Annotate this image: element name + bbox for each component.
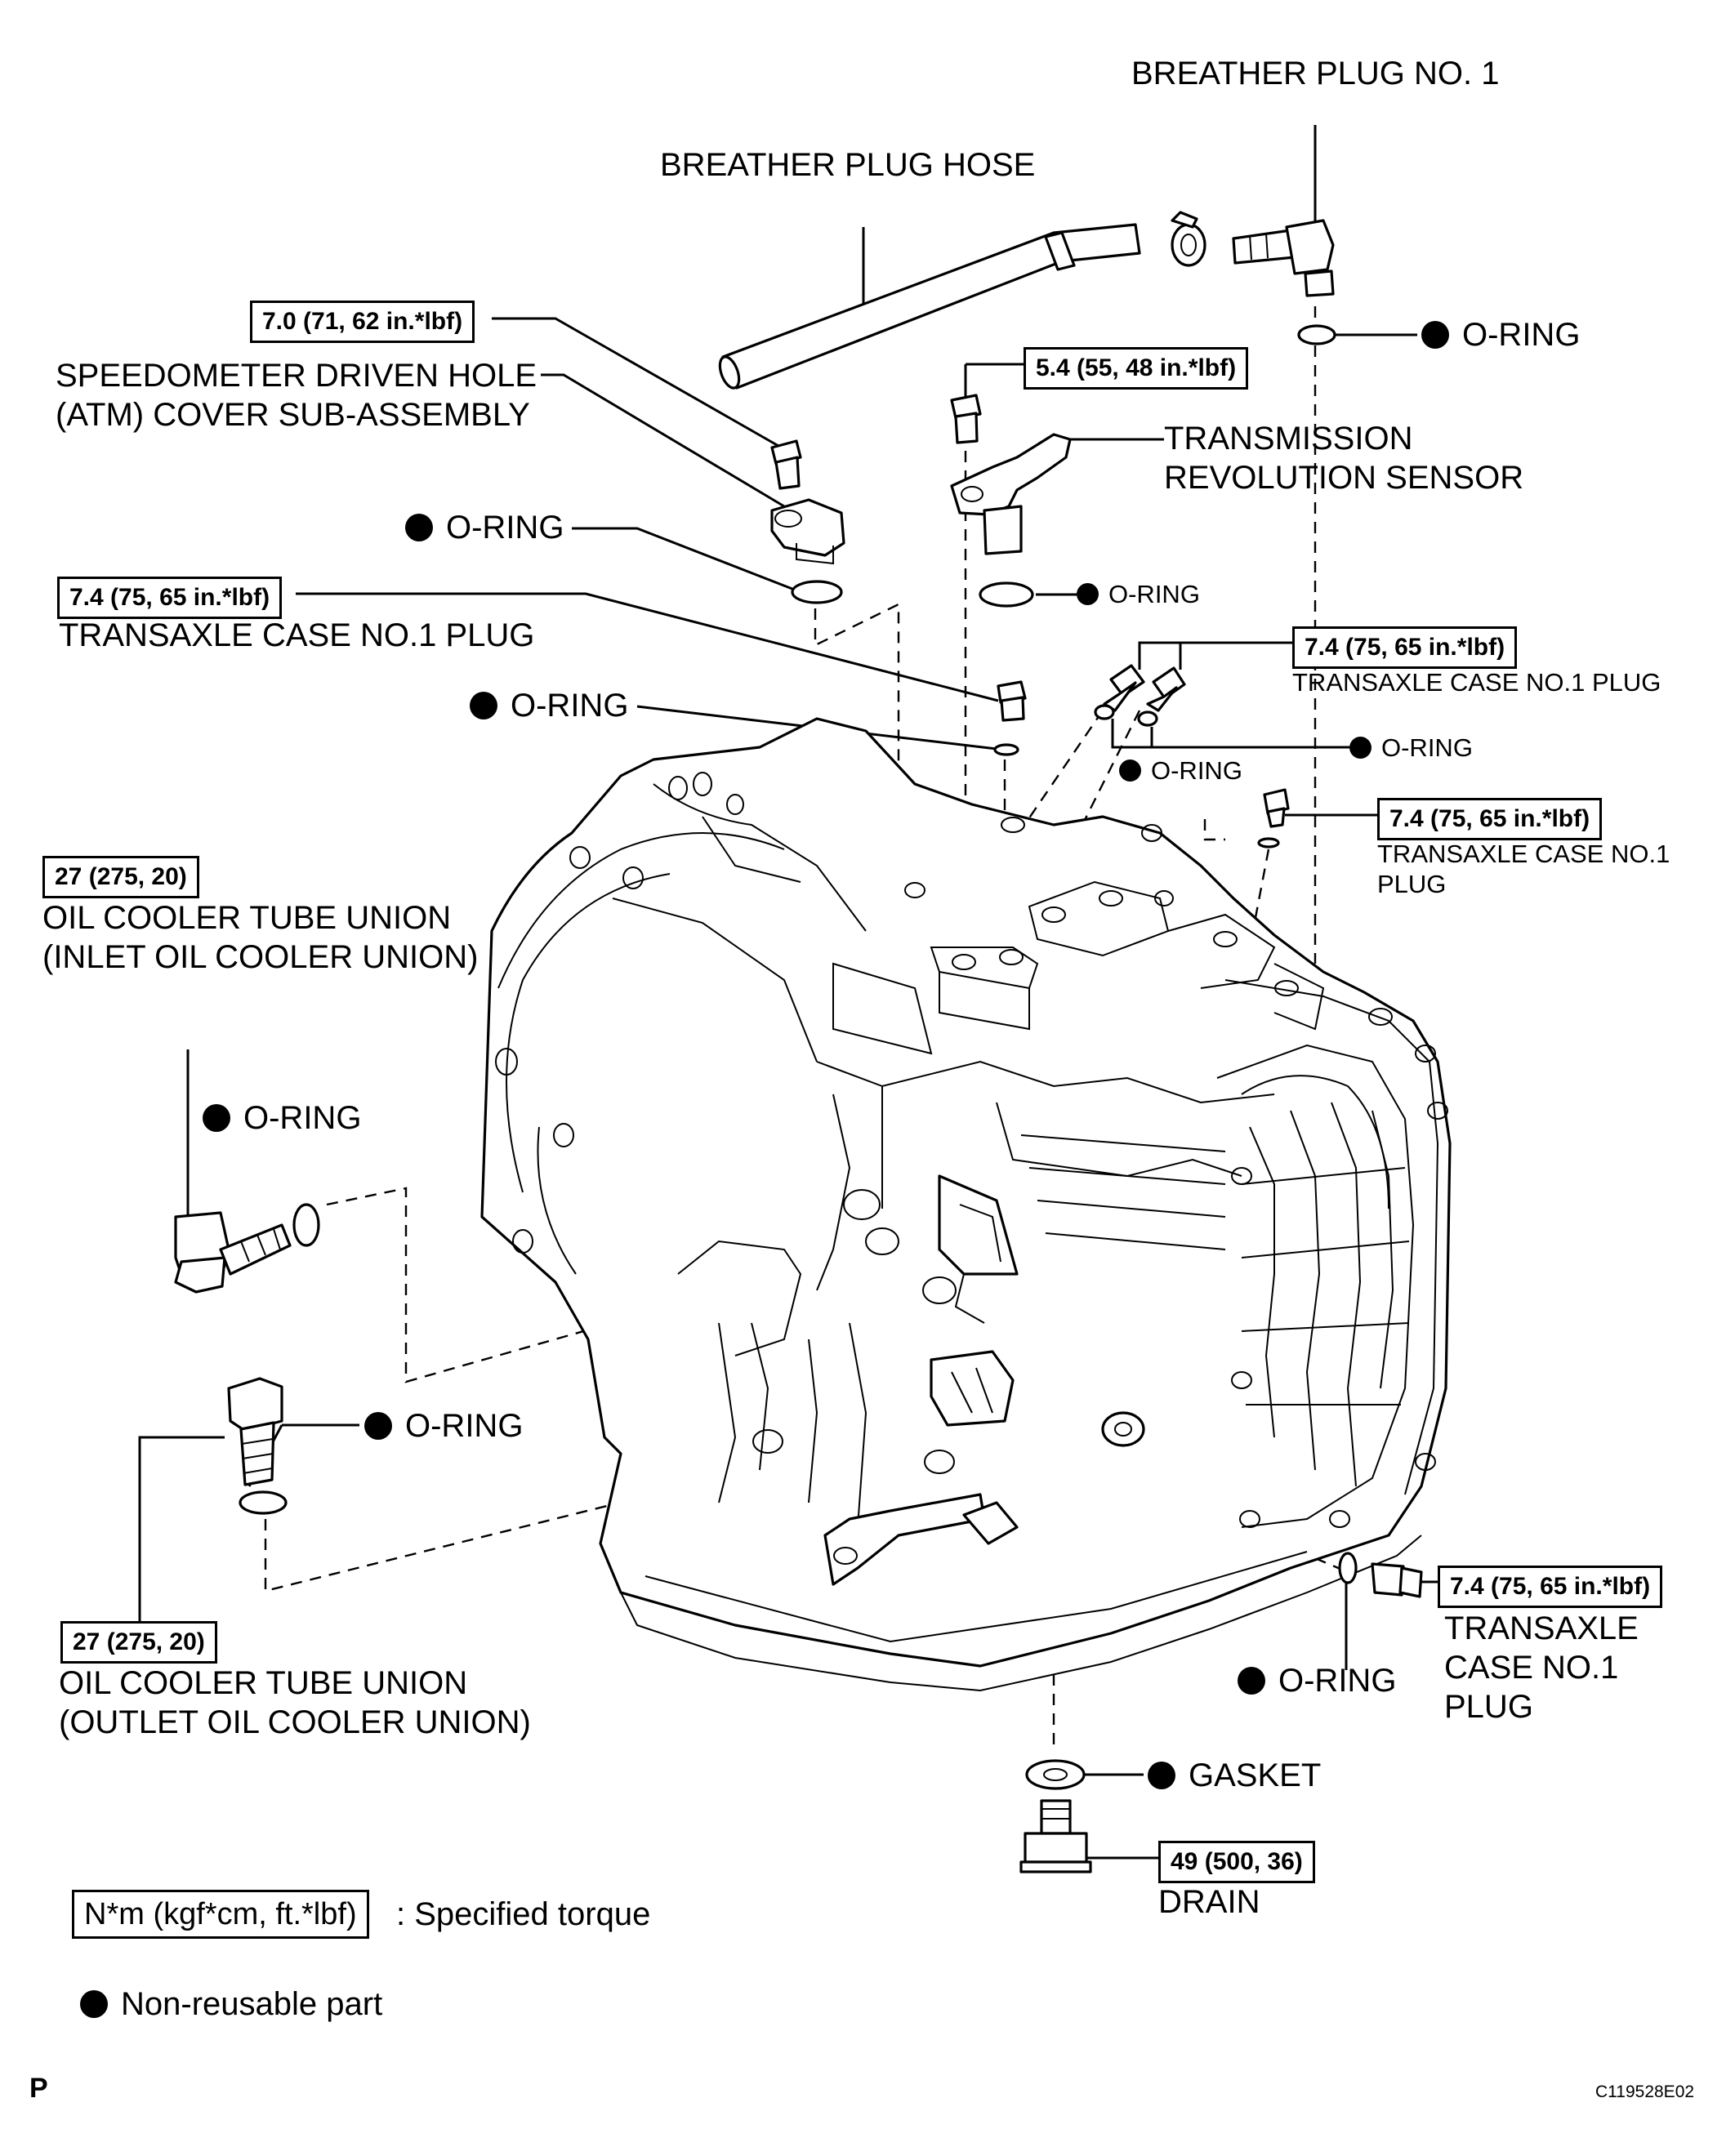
- right-mid-plug: [1263, 788, 1290, 828]
- right-top-plug-label: TRANSAXLE CASE NO.1 PLUG: [1292, 668, 1661, 697]
- left-case-plug-label: TRANSAXLE CASE NO.1 PLUG: [59, 617, 535, 653]
- o-ring-label-left-plug: O-RING: [470, 686, 628, 725]
- o-ring-text: O-RING: [1108, 580, 1200, 608]
- legend-torque-desc: : Specified torque: [396, 1896, 651, 1932]
- non-reusable-dot-icon: [1077, 583, 1099, 605]
- torque-box-outlet-union: 27 (275, 20): [60, 1621, 217, 1664]
- breather-plug-hose: [718, 223, 1141, 390]
- sensor-bolt: [950, 394, 982, 444]
- breather-plug-hose-label: BREATHER PLUG HOSE: [660, 147, 1036, 183]
- legend-non-reusable-text: Non-reusable part: [121, 1986, 383, 2022]
- non-reusable-dot-icon: [1238, 1667, 1265, 1695]
- torque-box-bottom-plug: 7.4 (75, 65 in.*lbf): [1438, 1566, 1663, 1608]
- non-reusable-dot-icon: [1421, 321, 1449, 349]
- torque-box-left-plug: 7.4 (75, 65 in.*lbf): [57, 577, 283, 619]
- outlet-union-label-line2: (OUTLET OIL COOLER UNION): [59, 1704, 531, 1740]
- torque-box-right-top-plug: 7.4 (75, 65 in.*lbf): [1292, 626, 1518, 669]
- leader-lines: [138, 125, 1438, 1860]
- torque-box-drain: 49 (500, 36): [1158, 1841, 1315, 1883]
- o-ring-label-right-top-b: O-RING: [1119, 755, 1242, 786]
- o-ring-text: O-RING: [511, 688, 629, 724]
- non-reusable-dot-icon: [1349, 737, 1371, 759]
- o-ring-bottom-plug: [1338, 1552, 1358, 1584]
- non-reusable-dot-icon: [364, 1412, 392, 1440]
- bottom-plug-label-line2: CASE NO.1: [1444, 1650, 1619, 1686]
- non-reusable-dot-icon: [1148, 1762, 1175, 1789]
- speedometer-cover-bolt: [770, 439, 802, 490]
- bottom-plug-label-line1: TRANSAXLE: [1444, 1610, 1639, 1646]
- sensor-label-line2: REVOLUTION SENSOR: [1164, 460, 1524, 496]
- inlet-oil-cooler-union: [174, 1211, 292, 1294]
- torque-box-right-mid-plug: 7.4 (75, 65 in.*lbf): [1377, 798, 1603, 840]
- transaxle-case: [480, 717, 1452, 1692]
- o-ring-text: O-RING: [243, 1100, 362, 1136]
- o-ring-text: O-RING: [446, 510, 564, 546]
- o-ring-breather: [1297, 324, 1336, 345]
- o-ring-text: O-RING: [1151, 756, 1242, 785]
- non-reusable-dot-icon: [80, 1990, 108, 2018]
- inlet-union-label-line2: (INLET OIL COOLER UNION): [42, 939, 479, 975]
- o-ring-inlet: [292, 1203, 320, 1247]
- hose-clamp: [1171, 211, 1206, 267]
- torque-box-inlet-union: 27 (275, 20): [42, 856, 199, 898]
- o-ring-text: O-RING: [1278, 1663, 1397, 1699]
- non-reusable-dot-icon: [1119, 760, 1141, 782]
- drain-plug: [1019, 1799, 1092, 1873]
- outlet-oil-cooler-union: [227, 1377, 283, 1486]
- speedometer-cover: [770, 498, 845, 565]
- o-ring-label-bottom-plug: O-RING: [1238, 1661, 1396, 1700]
- gasket-label: GASKET: [1148, 1756, 1321, 1795]
- left-case-plug: [997, 680, 1027, 722]
- legend-torque-unit: N*m (kgf*cm, ft.*lbf): [72, 1890, 369, 1939]
- torque-box-speedometer: 7.0 (71, 62 in.*lbf): [250, 301, 475, 343]
- legend-non-reusable: Non-reusable part: [80, 1984, 382, 2024]
- non-reusable-dot-icon: [470, 692, 497, 719]
- bottom-case-plug: [1371, 1562, 1423, 1598]
- drain-label: DRAIN: [1158, 1884, 1260, 1920]
- o-ring-text: O-RING: [405, 1408, 524, 1444]
- right-top-plugs: [1094, 664, 1186, 727]
- right-mid-plug-label-b: PLUG: [1377, 870, 1447, 898]
- figure-id: C119528E02: [1595, 2082, 1695, 2101]
- o-ring-label-breather: O-RING: [1421, 315, 1580, 354]
- o-ring-label-sensor: O-RING: [1077, 579, 1200, 610]
- inlet-union-label-line1: OIL COOLER TUBE UNION: [42, 900, 452, 936]
- speedometer-cover-label-line2: (ATM) COVER SUB-ASSEMBLY: [56, 397, 530, 433]
- transmission-revolution-sensor: [950, 433, 1072, 555]
- breather-plug-no1: [1232, 219, 1335, 297]
- o-ring-label-inlet: O-RING: [203, 1098, 361, 1138]
- o-ring-label-outlet: O-RING: [364, 1406, 523, 1446]
- non-reusable-dot-icon: [405, 514, 433, 541]
- o-ring-text: O-RING: [1462, 317, 1581, 353]
- o-ring-sensor: [979, 581, 1034, 608]
- gasket-text: GASKET: [1189, 1757, 1322, 1793]
- outlet-union-label-line1: OIL COOLER TUBE UNION: [59, 1665, 468, 1701]
- drain-gasket: [1025, 1759, 1086, 1790]
- o-ring-label-right-top-a: O-RING: [1349, 733, 1473, 764]
- non-reusable-dot-icon: [203, 1104, 230, 1132]
- footer-letter: P: [29, 2073, 48, 2104]
- right-mid-plug-label-a: TRANSAXLE CASE NO.1: [1377, 840, 1670, 868]
- sensor-label-line1: TRANSMISSION: [1164, 421, 1413, 457]
- o-ring-left-plug: [993, 743, 1019, 756]
- speedometer-cover-label-line1: SPEEDOMETER DRIVEN HOLE: [56, 358, 537, 394]
- o-ring-speedometer: [791, 580, 843, 604]
- breather-plug-no1-label: BREATHER PLUG NO. 1: [1131, 56, 1500, 91]
- o-ring-outlet: [239, 1490, 288, 1515]
- torque-box-sensor: 5.4 (55, 48 in.*lbf): [1024, 347, 1249, 390]
- o-ring-label-speedometer: O-RING: [405, 508, 564, 547]
- bottom-plug-label-line3: PLUG: [1444, 1689, 1533, 1725]
- o-ring-right-mid: [1257, 837, 1280, 849]
- o-ring-text: O-RING: [1381, 733, 1473, 762]
